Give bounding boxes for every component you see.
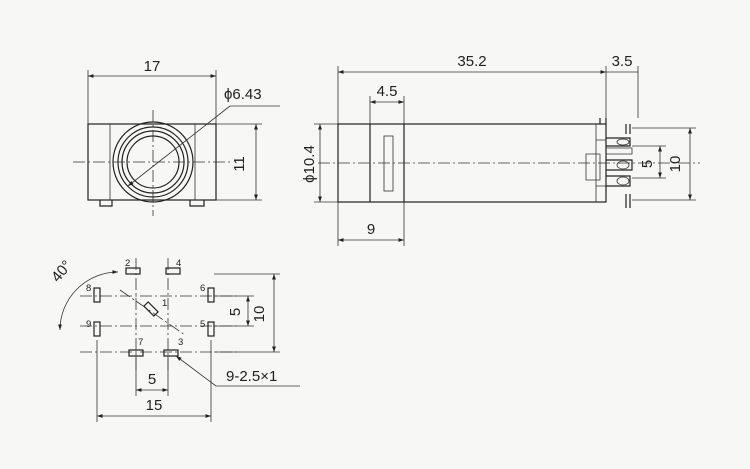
angle-arc [58, 270, 119, 331]
span-x-label: 15 [146, 397, 163, 414]
pad-5 [207, 321, 215, 337]
pad-9 [93, 321, 101, 337]
diameter-leader [127, 105, 231, 187]
pad-3 [163, 349, 179, 357]
pin-label-5: 5 [200, 319, 205, 330]
pin-label-9: 9 [86, 319, 91, 330]
pitch-y-label: 5 [227, 308, 244, 316]
pin-span-label: 10 [667, 156, 684, 173]
pad-8 [93, 287, 101, 303]
front-feet [99, 200, 205, 207]
span-y-label: 10 [251, 306, 268, 323]
pin-pitch-label: 5 [639, 160, 656, 168]
pin-label-2: 2 [125, 258, 130, 269]
pin-label-8: 8 [86, 283, 91, 294]
pin-dim-label: 3.5 [612, 53, 633, 70]
depth-dim-label: 9 [367, 221, 375, 238]
slot-note-label: 9-2.5×1 [226, 368, 277, 385]
pitch-x-label: 5 [148, 371, 156, 388]
pin-label-4: 4 [176, 258, 181, 269]
terminal-pins [585, 118, 633, 208]
pad-2 [125, 267, 141, 275]
pcb-footprint: 2 4 8 6 1 9 5 7 3 40° 5 10 5 15 9-2 [48, 257, 300, 422]
pin-label-1: 1 [162, 298, 167, 309]
side-slot [383, 135, 394, 192]
pin-label-7: 7 [138, 337, 143, 348]
height-dim-label: 11 [231, 156, 248, 172]
pad-4 [165, 267, 181, 275]
angle-label: 40° [48, 257, 76, 285]
front-view: 17 11 ϕ6.43 [73, 58, 280, 216]
pin-label-3: 3 [178, 337, 183, 348]
diameter-label: ϕ6.43 [224, 86, 262, 103]
pin-label-6: 6 [200, 283, 205, 294]
pad-6 [207, 287, 215, 303]
side-diameter-label: ϕ10.4 [301, 145, 318, 183]
slot-note-leader [175, 355, 217, 387]
width-dim-label: 17 [144, 58, 161, 75]
ring-dim-label: 4.5 [377, 83, 398, 100]
side-view: 35.2 3.5 4.5 ϕ10.4 9 5 10 [301, 53, 700, 246]
length-dim-label: 35.2 [457, 53, 486, 70]
pad-1 [143, 301, 159, 317]
